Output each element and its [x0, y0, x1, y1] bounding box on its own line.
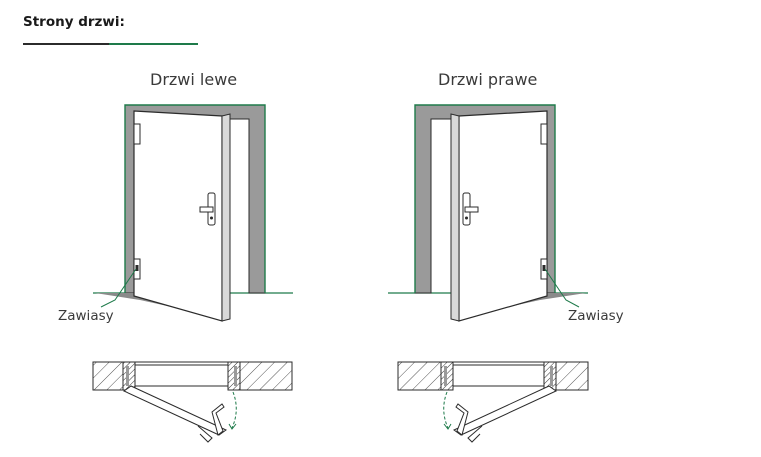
section-title: Strony drzwi: — [23, 14, 125, 30]
left-door-hinge-top — [133, 123, 141, 145]
left-door-handle — [199, 192, 216, 226]
right-door-hinge-top — [540, 123, 548, 145]
right-door-handle — [462, 192, 479, 226]
left-door-elevation — [93, 104, 293, 322]
left-hinges-label: Zawiasy — [58, 308, 114, 324]
left-door-plan-view — [92, 361, 293, 443]
left-door-hinge-bottom — [133, 258, 141, 280]
right-door-hinge-bottom — [540, 258, 548, 280]
right-hinges-label: Zawiasy — [568, 308, 624, 324]
right-door-plan-view — [397, 361, 589, 443]
right-door-caption: Drzwi prawe — [438, 70, 538, 89]
right-door-elevation — [388, 104, 588, 322]
title-underline — [23, 43, 198, 45]
left-door-caption: Drzwi lewe — [150, 70, 238, 89]
